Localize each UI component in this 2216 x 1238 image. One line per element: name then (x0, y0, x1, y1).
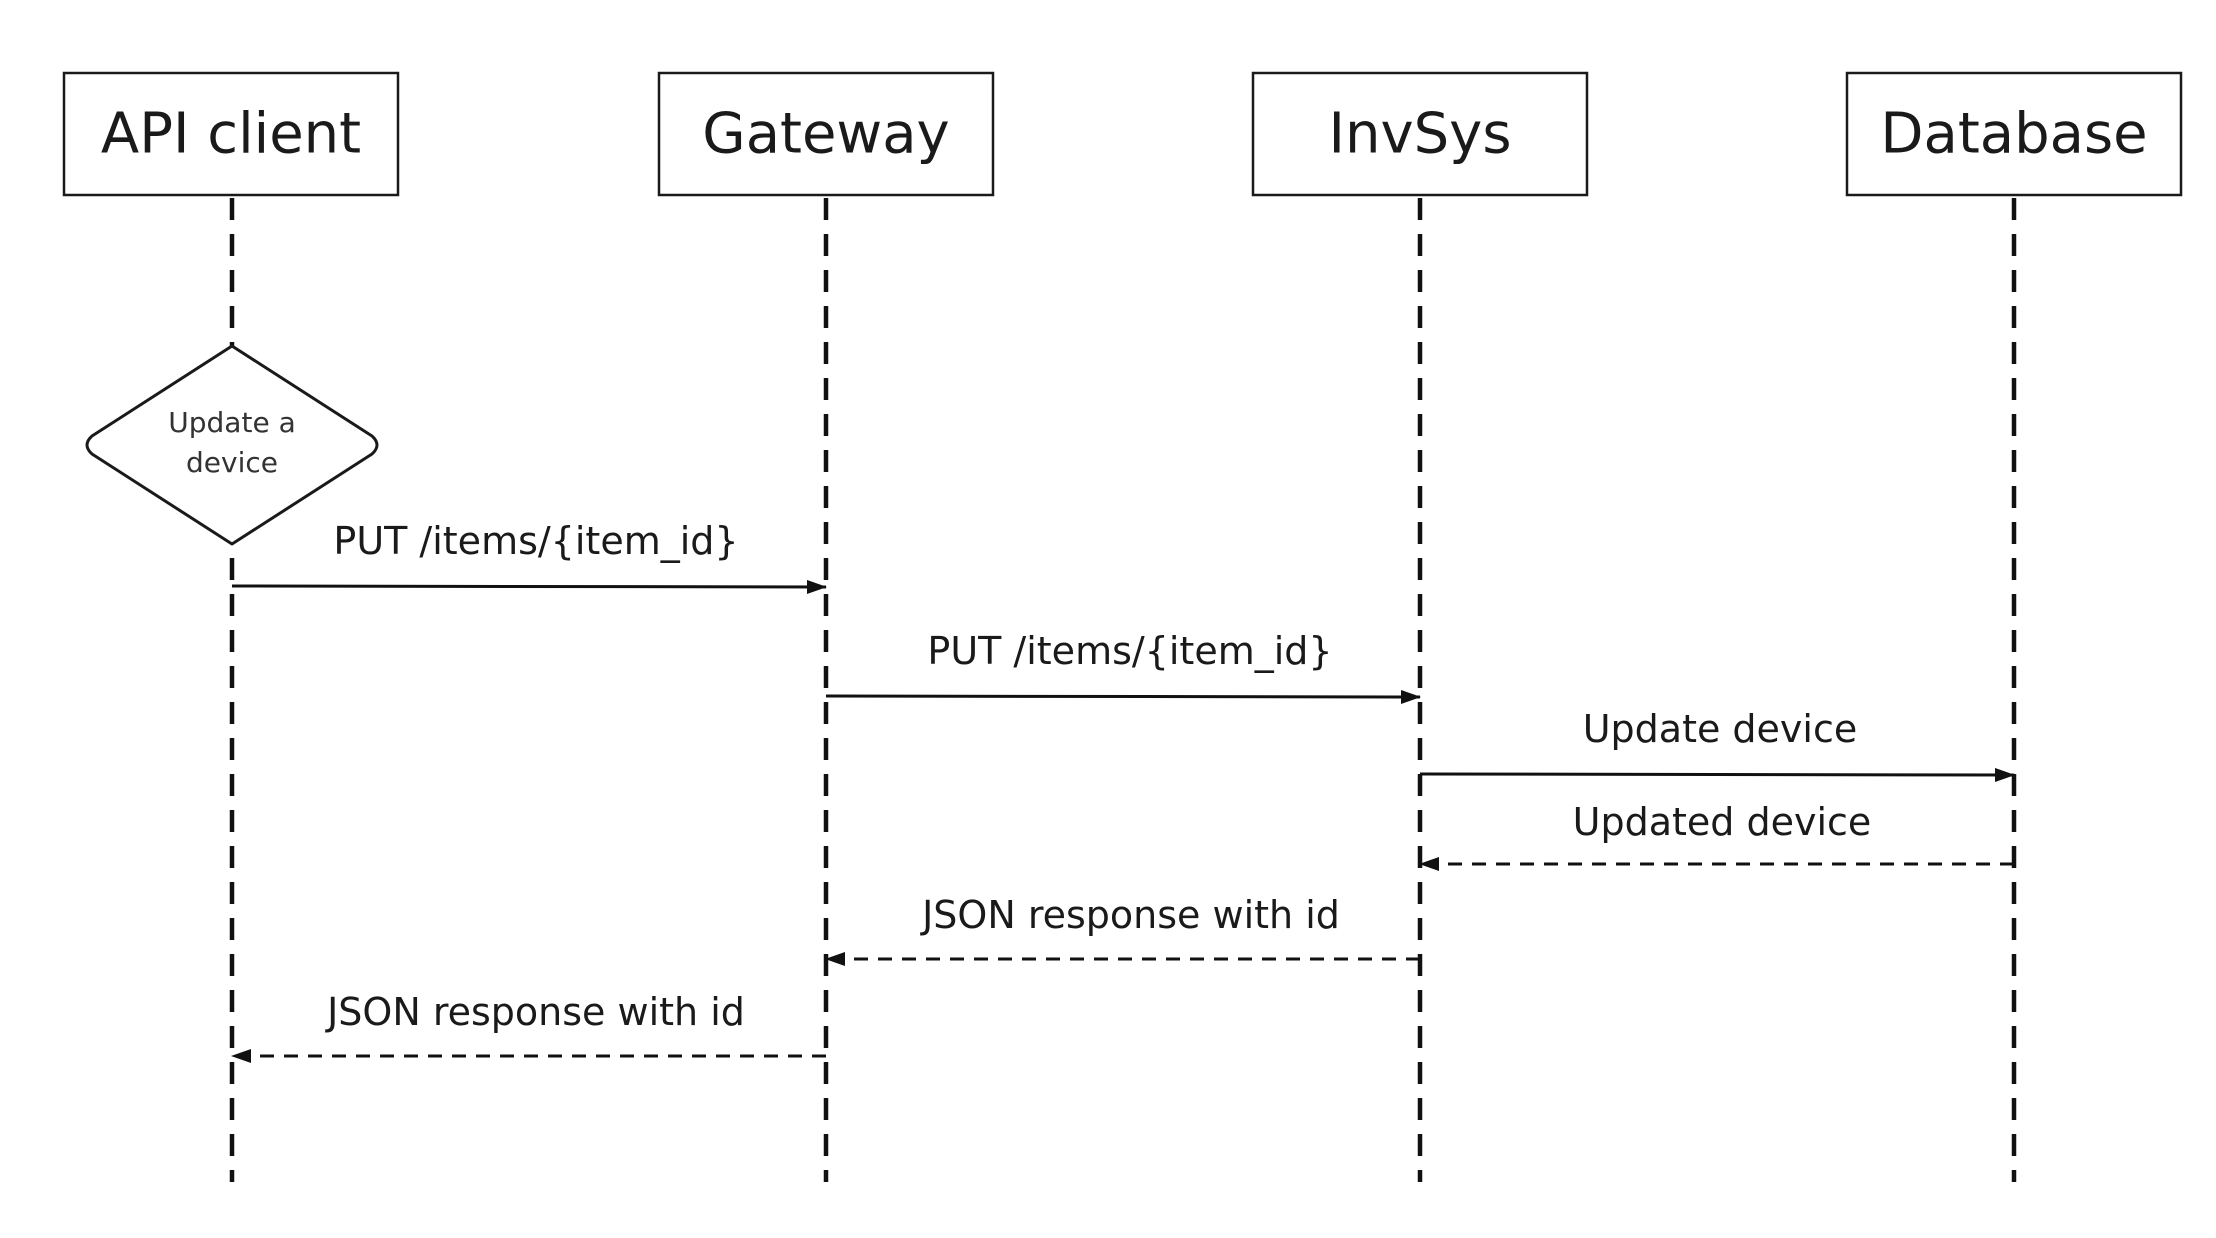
decision-label-line-1: Update a (168, 406, 295, 439)
message-label: JSON response with id (920, 893, 1340, 937)
participant-invsys: InvSys (1251, 71, 1589, 197)
decision-label-line-2: device (186, 446, 278, 479)
participant-label: Database (1880, 102, 2147, 167)
participant-box (1845, 71, 2183, 197)
participant-gateway: Gateway (657, 71, 995, 197)
participant-label: InvSys (1328, 102, 1511, 167)
participant-api-client: API client (62, 71, 400, 197)
message-arrow (231, 579, 827, 594)
message-json-to-gateway: JSON response with id (825, 893, 1420, 966)
message-update-device: Update device (1419, 707, 2015, 782)
message-put-to-gateway: PUT /items/{item_id} (231, 519, 827, 594)
message-put-to-invsys: PUT /items/{item_id} (825, 629, 1421, 704)
message-updated-device: Updated device (1419, 800, 2014, 871)
participant-box (62, 71, 400, 197)
message-label: JSON response with id (325, 990, 745, 1034)
message-label: PUT /items/{item_id} (333, 519, 738, 563)
participant-label: Gateway (702, 102, 949, 167)
message-json-to-client: JSON response with id (231, 990, 826, 1063)
message-label: Update device (1583, 707, 1858, 751)
participant-database: Database (1845, 71, 2183, 197)
participant-label: API client (101, 102, 361, 167)
message-label: PUT /items/{item_id} (927, 629, 1332, 673)
participant-box (657, 71, 995, 197)
message-arrow (825, 689, 1421, 704)
message-label: Updated device (1573, 800, 1872, 844)
message-arrow (1419, 767, 2015, 782)
decision-update-device: Update a device (85, 344, 379, 546)
decision-diamond (85, 344, 379, 546)
participant-box (1251, 71, 1589, 197)
